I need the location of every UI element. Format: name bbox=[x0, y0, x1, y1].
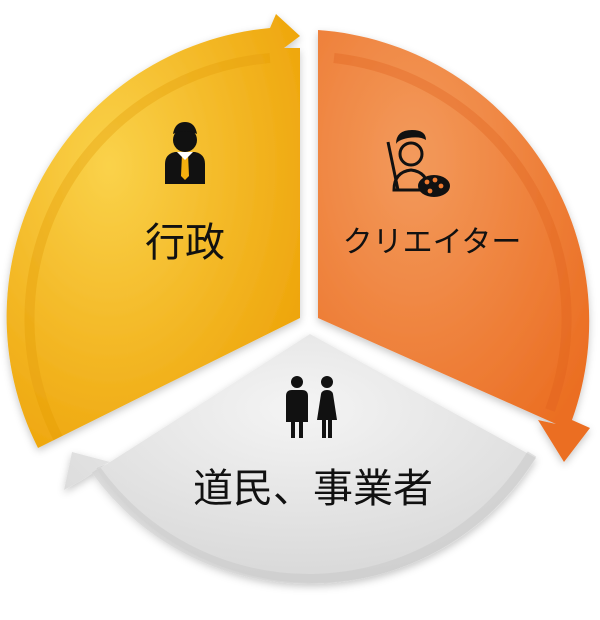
label-creator: クリエイター bbox=[343, 225, 522, 260]
label-citizens: 道民、事業者 bbox=[193, 466, 433, 512]
artist-with-palette-icon bbox=[386, 130, 450, 197]
label-government: 行政 bbox=[145, 220, 225, 266]
segment-creator bbox=[318, 30, 590, 462]
creator-segment-shape bbox=[318, 30, 590, 462]
government-arrow-rim bbox=[24, 53, 271, 441]
businessman-icon bbox=[165, 122, 205, 184]
citizens-arrow-rim bbox=[91, 451, 537, 584]
citizens-segment-shape bbox=[64, 334, 536, 583]
creator-arrow-rim bbox=[333, 53, 572, 412]
government-segment-shape bbox=[6, 14, 300, 448]
segment-citizens bbox=[64, 334, 537, 584]
people-couple-icon bbox=[286, 376, 337, 438]
segment-government bbox=[6, 14, 300, 448]
